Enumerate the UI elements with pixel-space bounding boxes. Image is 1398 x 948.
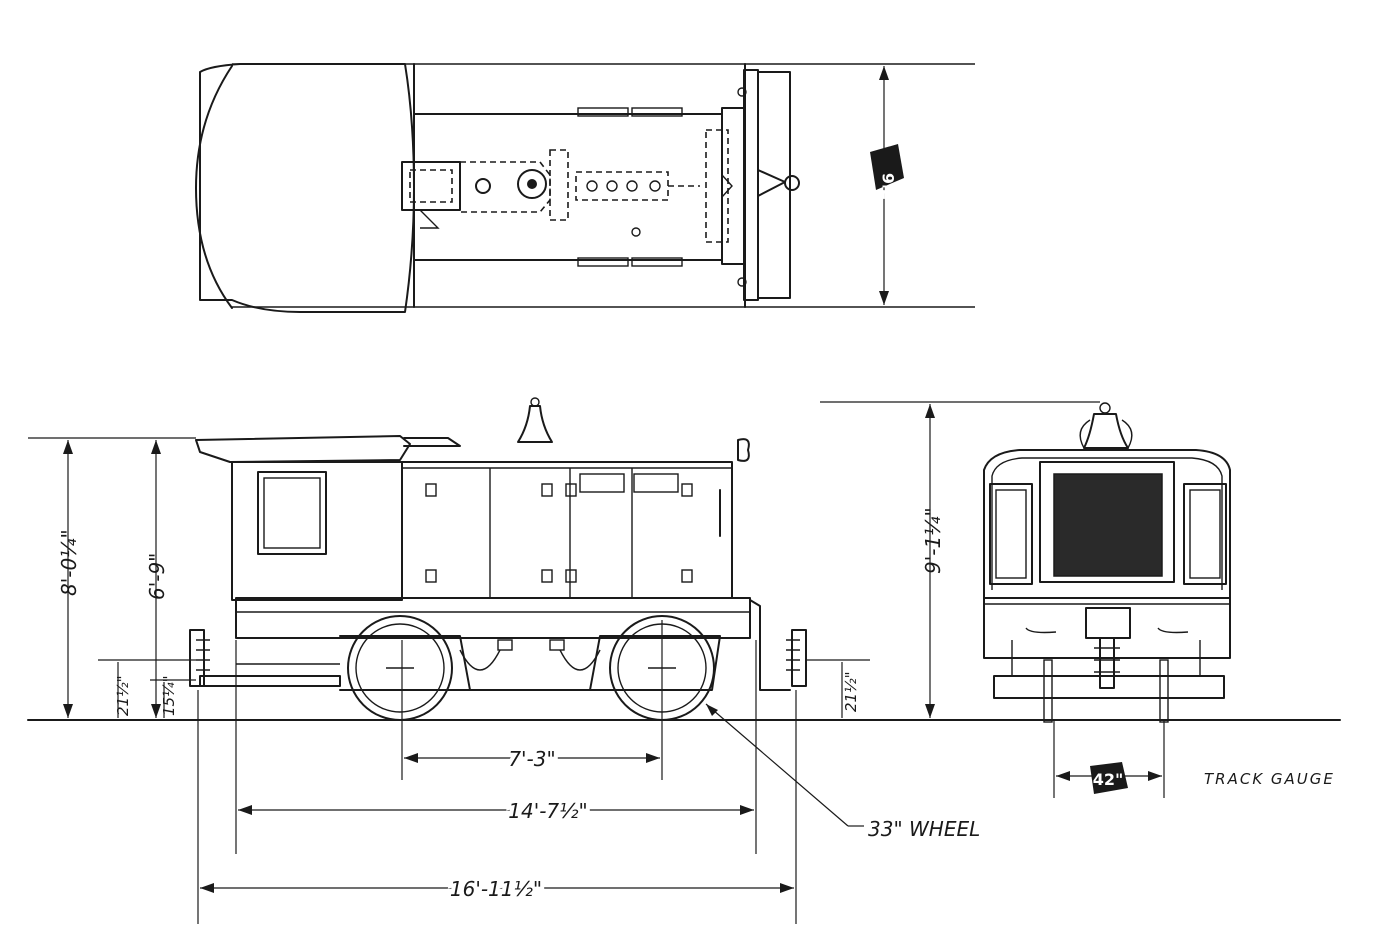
plan-view: 7'6 xyxy=(195,63,975,313)
frame-length-label: 14'-7½" xyxy=(508,799,587,823)
overall-length-label: 16'-11½" xyxy=(450,877,542,901)
deck-height-label: 15¼" xyxy=(160,675,178,716)
height-cab-label: 6'-9" xyxy=(145,553,169,600)
coupler-height-right-label: 21½" xyxy=(842,671,860,712)
wheelbase-label: 7'-3" xyxy=(508,747,555,771)
coupler-height-left-label: 21½" xyxy=(114,675,132,716)
side-elevation: 8'-0¼" 6'-9" 21½" 15¼" 21½" 7'-3" 14'-7½… xyxy=(27,397,1341,924)
front-elevation: 9'-1¼" 42" TRACK GAUGE xyxy=(820,401,1335,798)
wheel-label: 33" WHEEL xyxy=(868,817,980,841)
front-height-label: 9'-1¼" xyxy=(921,507,945,574)
track-gauge-value: 42" xyxy=(1093,770,1124,789)
height-roof-label: 8'-0¼" xyxy=(57,529,81,596)
track-gauge-label: TRACK GAUGE xyxy=(1204,770,1335,788)
top-width-label: 7'6 xyxy=(879,173,898,200)
